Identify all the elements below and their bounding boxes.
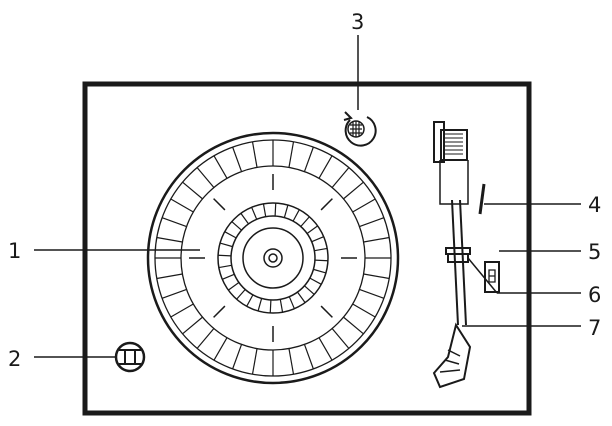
- plinth-frame: [82, 81, 532, 416]
- callout-4: 4: [588, 193, 601, 217]
- platter-dash-marks: [189, 174, 357, 342]
- tonearm-assembly: [432, 121, 500, 389]
- spindle-ring: [263, 248, 283, 268]
- spindle: [268, 253, 278, 263]
- callout-6: 6: [588, 283, 601, 307]
- platter-strobe-marks: [155, 140, 391, 376]
- callout-7: 7: [588, 316, 601, 340]
- platter-inner-ribs: [218, 203, 328, 313]
- callout-2: 2: [8, 347, 21, 371]
- adapter-holder[interactable]: [114, 341, 146, 373]
- control-knob[interactable]: [343, 111, 377, 147]
- platter: [146, 131, 400, 385]
- callout-5: 5: [588, 240, 601, 264]
- callout-3: 3: [351, 10, 364, 34]
- callout-1: 1: [8, 239, 21, 263]
- callout-leaders: [34, 35, 581, 358]
- label-ring: [242, 227, 304, 289]
